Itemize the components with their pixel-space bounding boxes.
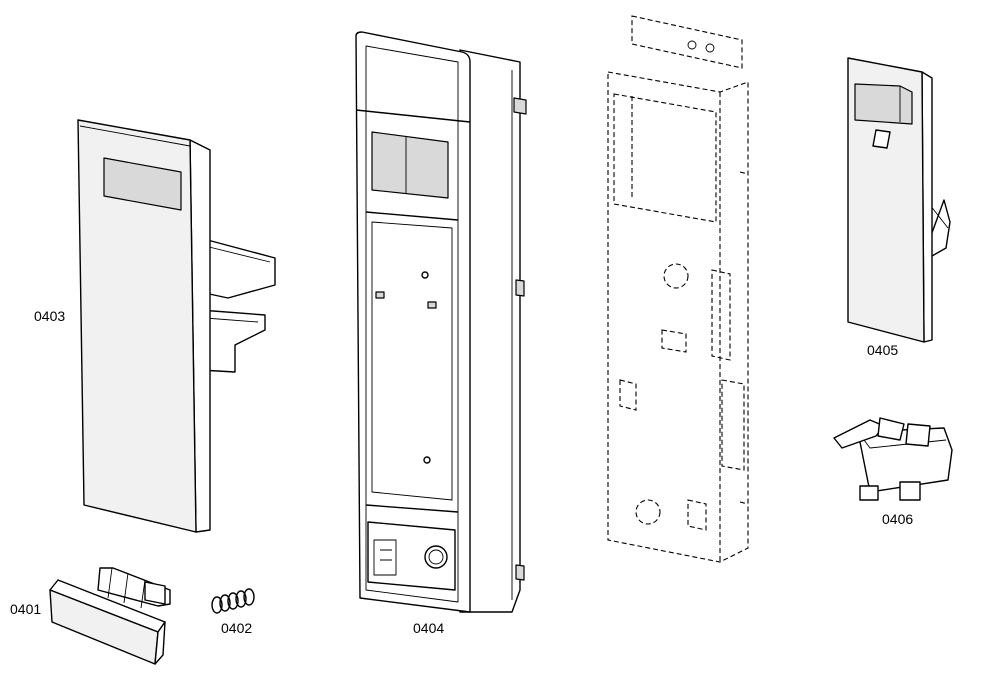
label-0406: 0406 — [882, 511, 914, 527]
part-0404-control-housing — [355, 31, 527, 613]
label-0405: 0405 — [867, 342, 899, 358]
part-0403-membrane-panel — [77, 119, 276, 533]
label-0402: 0402 — [221, 620, 253, 636]
label-0401: 0401 — [10, 601, 42, 617]
part-0402-spring — [211, 588, 255, 614]
part-0405-control-board — [847, 57, 951, 343]
part-0406-interlock-switch — [833, 417, 953, 501]
label-0404: 0404 — [413, 620, 445, 636]
part-dashed-mounting-frame — [607, 15, 749, 563]
label-0403: 0403 — [34, 308, 66, 324]
part-0401-push-button — [49, 567, 171, 665]
